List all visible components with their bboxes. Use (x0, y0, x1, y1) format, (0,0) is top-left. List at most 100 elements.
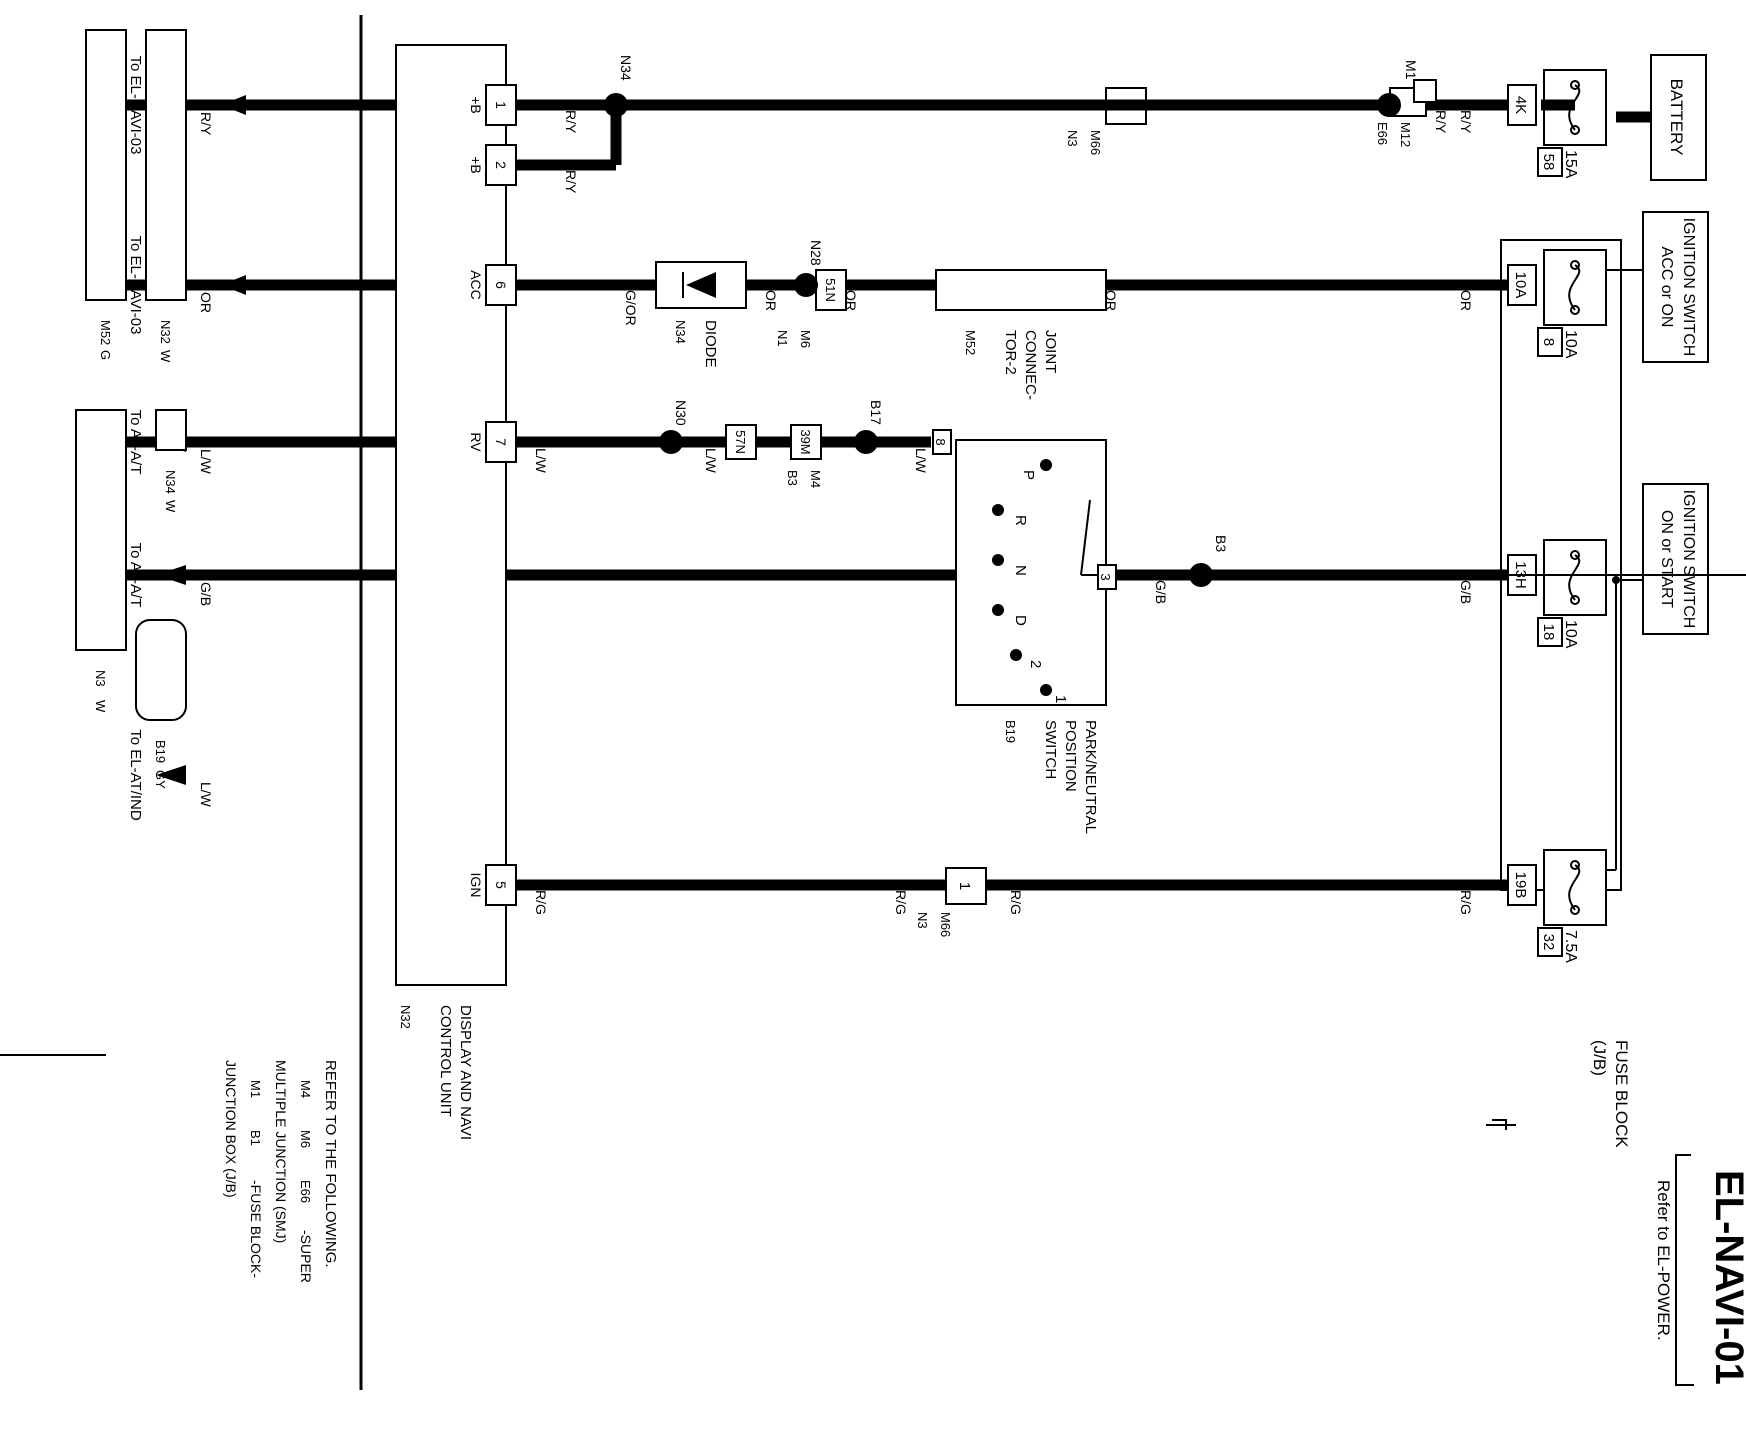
refer-power-note: Refer to EL-POWER. (1654, 1180, 1673, 1341)
wire-or-label-4: OR (763, 290, 779, 311)
output-a-color: R/Y (198, 112, 214, 136)
output-lw-ind: L/W To EL-AT/IND (127, 729, 214, 821)
battery-label: BATTERY (1667, 79, 1686, 156)
pnp-switch-contacts (992, 459, 1746, 696)
pnp-pos-p: P (1020, 470, 1037, 480)
navi-unit-label-2: CONTROL UNIT (437, 1005, 454, 1117)
output-lw-ind-dest: To EL-AT/IND (127, 729, 144, 821)
fuse-32-amp: 7.5A (1562, 930, 1579, 963)
navi-unit-label: DISPLAY AND NAVI (457, 1005, 474, 1140)
fuse-32-num: 32 (1540, 934, 1557, 951)
wire-or-label-1: OR (1458, 290, 1474, 311)
pin-1-name: +B (468, 96, 484, 114)
cv-b19-code: B19 (153, 740, 168, 763)
wire-lw-label-2: L/W (703, 448, 719, 474)
fuse-block-label: FUSE BLOCK (1612, 1040, 1631, 1148)
conn-n3: N3 (1065, 130, 1080, 147)
wire-ry-label-4: R/Y (563, 170, 579, 194)
conn-m6: M6 (798, 330, 813, 348)
wire-rg-label-4: R/G (533, 890, 549, 915)
wire-lw-label-1: L/W (913, 448, 929, 474)
ignition-acc-mode: ACC or ON (1658, 247, 1675, 328)
output-b-dest: To EL-NAVI-03 (127, 236, 144, 335)
conn-57n: 57N (733, 430, 748, 454)
wire-rg-label-2: R/G (1008, 890, 1024, 915)
conn-39m: 39M (798, 429, 813, 454)
refer-c3: E66 (298, 1180, 313, 1203)
navi-pins: 1 +B 2 +B 6 ACC 7 RV 5 IGN (468, 84, 517, 906)
cv-n34-code: N34 (163, 470, 178, 494)
joint-connector-label: JOINT (1042, 330, 1059, 373)
pin-2: 2 (493, 161, 509, 169)
junction-n30-label: N30 (673, 400, 689, 426)
fuse-18-amp: 10A (1562, 620, 1579, 649)
navi-unit-box (395, 44, 507, 986)
fuse-58-num: 58 (1540, 154, 1557, 171)
pnp-pos-2: 2 (1027, 660, 1044, 668)
fuse-18-num: 18 (1540, 624, 1557, 641)
fuse-block-sub: (J/B) (1590, 1040, 1609, 1076)
cv-m52-code: M52 (98, 320, 113, 345)
fuse-32 (1543, 849, 1607, 926)
cv-n3-color: W (93, 700, 108, 713)
ignition-on-label: IGNITION SWITCH (1680, 490, 1697, 629)
refer-smj: -SUPER (298, 1230, 314, 1283)
refer-c2: M6 (298, 1130, 313, 1148)
cv-n32-code: N32 (158, 320, 173, 344)
ignition-on-mode: ON or START (1658, 510, 1675, 608)
conn-1: 1 (956, 882, 973, 890)
junction-b17-label: B17 (868, 400, 884, 425)
wire-ry-label-3: R/Y (563, 110, 579, 134)
fuse-term-19b: 19B (1512, 872, 1529, 899)
conn-b3: B3 (785, 470, 800, 486)
ignition-on-box (1642, 483, 1709, 635)
diode-label: DIODE (702, 320, 719, 368)
junction-m1-label: M1 (1403, 60, 1419, 80)
pnp-switch-label-3: SWITCH (1042, 720, 1059, 779)
output-lw-ind-color: L/W (198, 782, 214, 808)
pin-5-name: IGN (468, 873, 484, 898)
output-lw-dest: To AT-A/T (127, 410, 144, 475)
refer-c1: M4 (298, 1080, 313, 1098)
output-gb-dest: To AT-A/T (127, 543, 144, 608)
conn-b19-label: B19 (1003, 720, 1018, 743)
connector-view-n32: N32 W (145, 29, 187, 363)
refer-jb: -FUSE BLOCK- (248, 1180, 264, 1278)
fuse-8 (1543, 249, 1607, 326)
wire-ry-label-1: R/Y (1458, 110, 1474, 134)
conn-m12: M12 (1398, 122, 1413, 147)
cv-n3-code: N3 (93, 670, 108, 687)
output-gb-color: G/B (198, 582, 214, 606)
cv-m52-color: G (98, 350, 113, 360)
wire-lw-label-3: L/W (533, 448, 549, 474)
conn-m52-label: M52 (963, 330, 978, 355)
wire-rg-label-3: R/G (893, 890, 909, 915)
pnp-pos-n: N (1012, 565, 1029, 576)
joint-connector-label-3: TOR-2 (1002, 330, 1019, 375)
conn-m4: M4 (808, 470, 823, 488)
ignition-acc-box (1642, 211, 1709, 363)
conn-n34-diode: N34 (673, 320, 688, 344)
conn-m66: M66 (1088, 130, 1103, 155)
conn-n3-ign: N3 (915, 912, 930, 929)
pin-7-name: RV (468, 432, 484, 452)
refer-jb-2: JUNCTION BOX (J/B) (223, 1060, 239, 1198)
junction-b3-label: B3 (1213, 535, 1229, 552)
connector-view-m52: M52 G (85, 29, 127, 360)
fuse-58 (1541, 69, 1607, 146)
refer-c4: M1 (248, 1080, 263, 1098)
pin-6-name: ACC (468, 270, 484, 300)
fuse-term-10a: 10A (1512, 272, 1529, 299)
refer-heading: REFER TO THE FOLLOWING. (322, 1060, 339, 1268)
wire-ry-label-2: R/Y (1433, 110, 1449, 134)
page-title: EL-NAVI-01 (1707, 1170, 1746, 1385)
wire-gb-label-2: G/B (1153, 580, 1169, 604)
pnp-switch-label: PARK/NEUTRAL (1082, 720, 1099, 834)
conn-m66-ign: M66 (938, 912, 953, 937)
pin-5: 5 (493, 881, 509, 889)
pin-6: 6 (493, 281, 509, 289)
wire-gb-label-1: G/B (1458, 580, 1474, 604)
cv-b19-color: GY (153, 770, 168, 789)
pnp-pin-3: 3 (1098, 573, 1113, 580)
